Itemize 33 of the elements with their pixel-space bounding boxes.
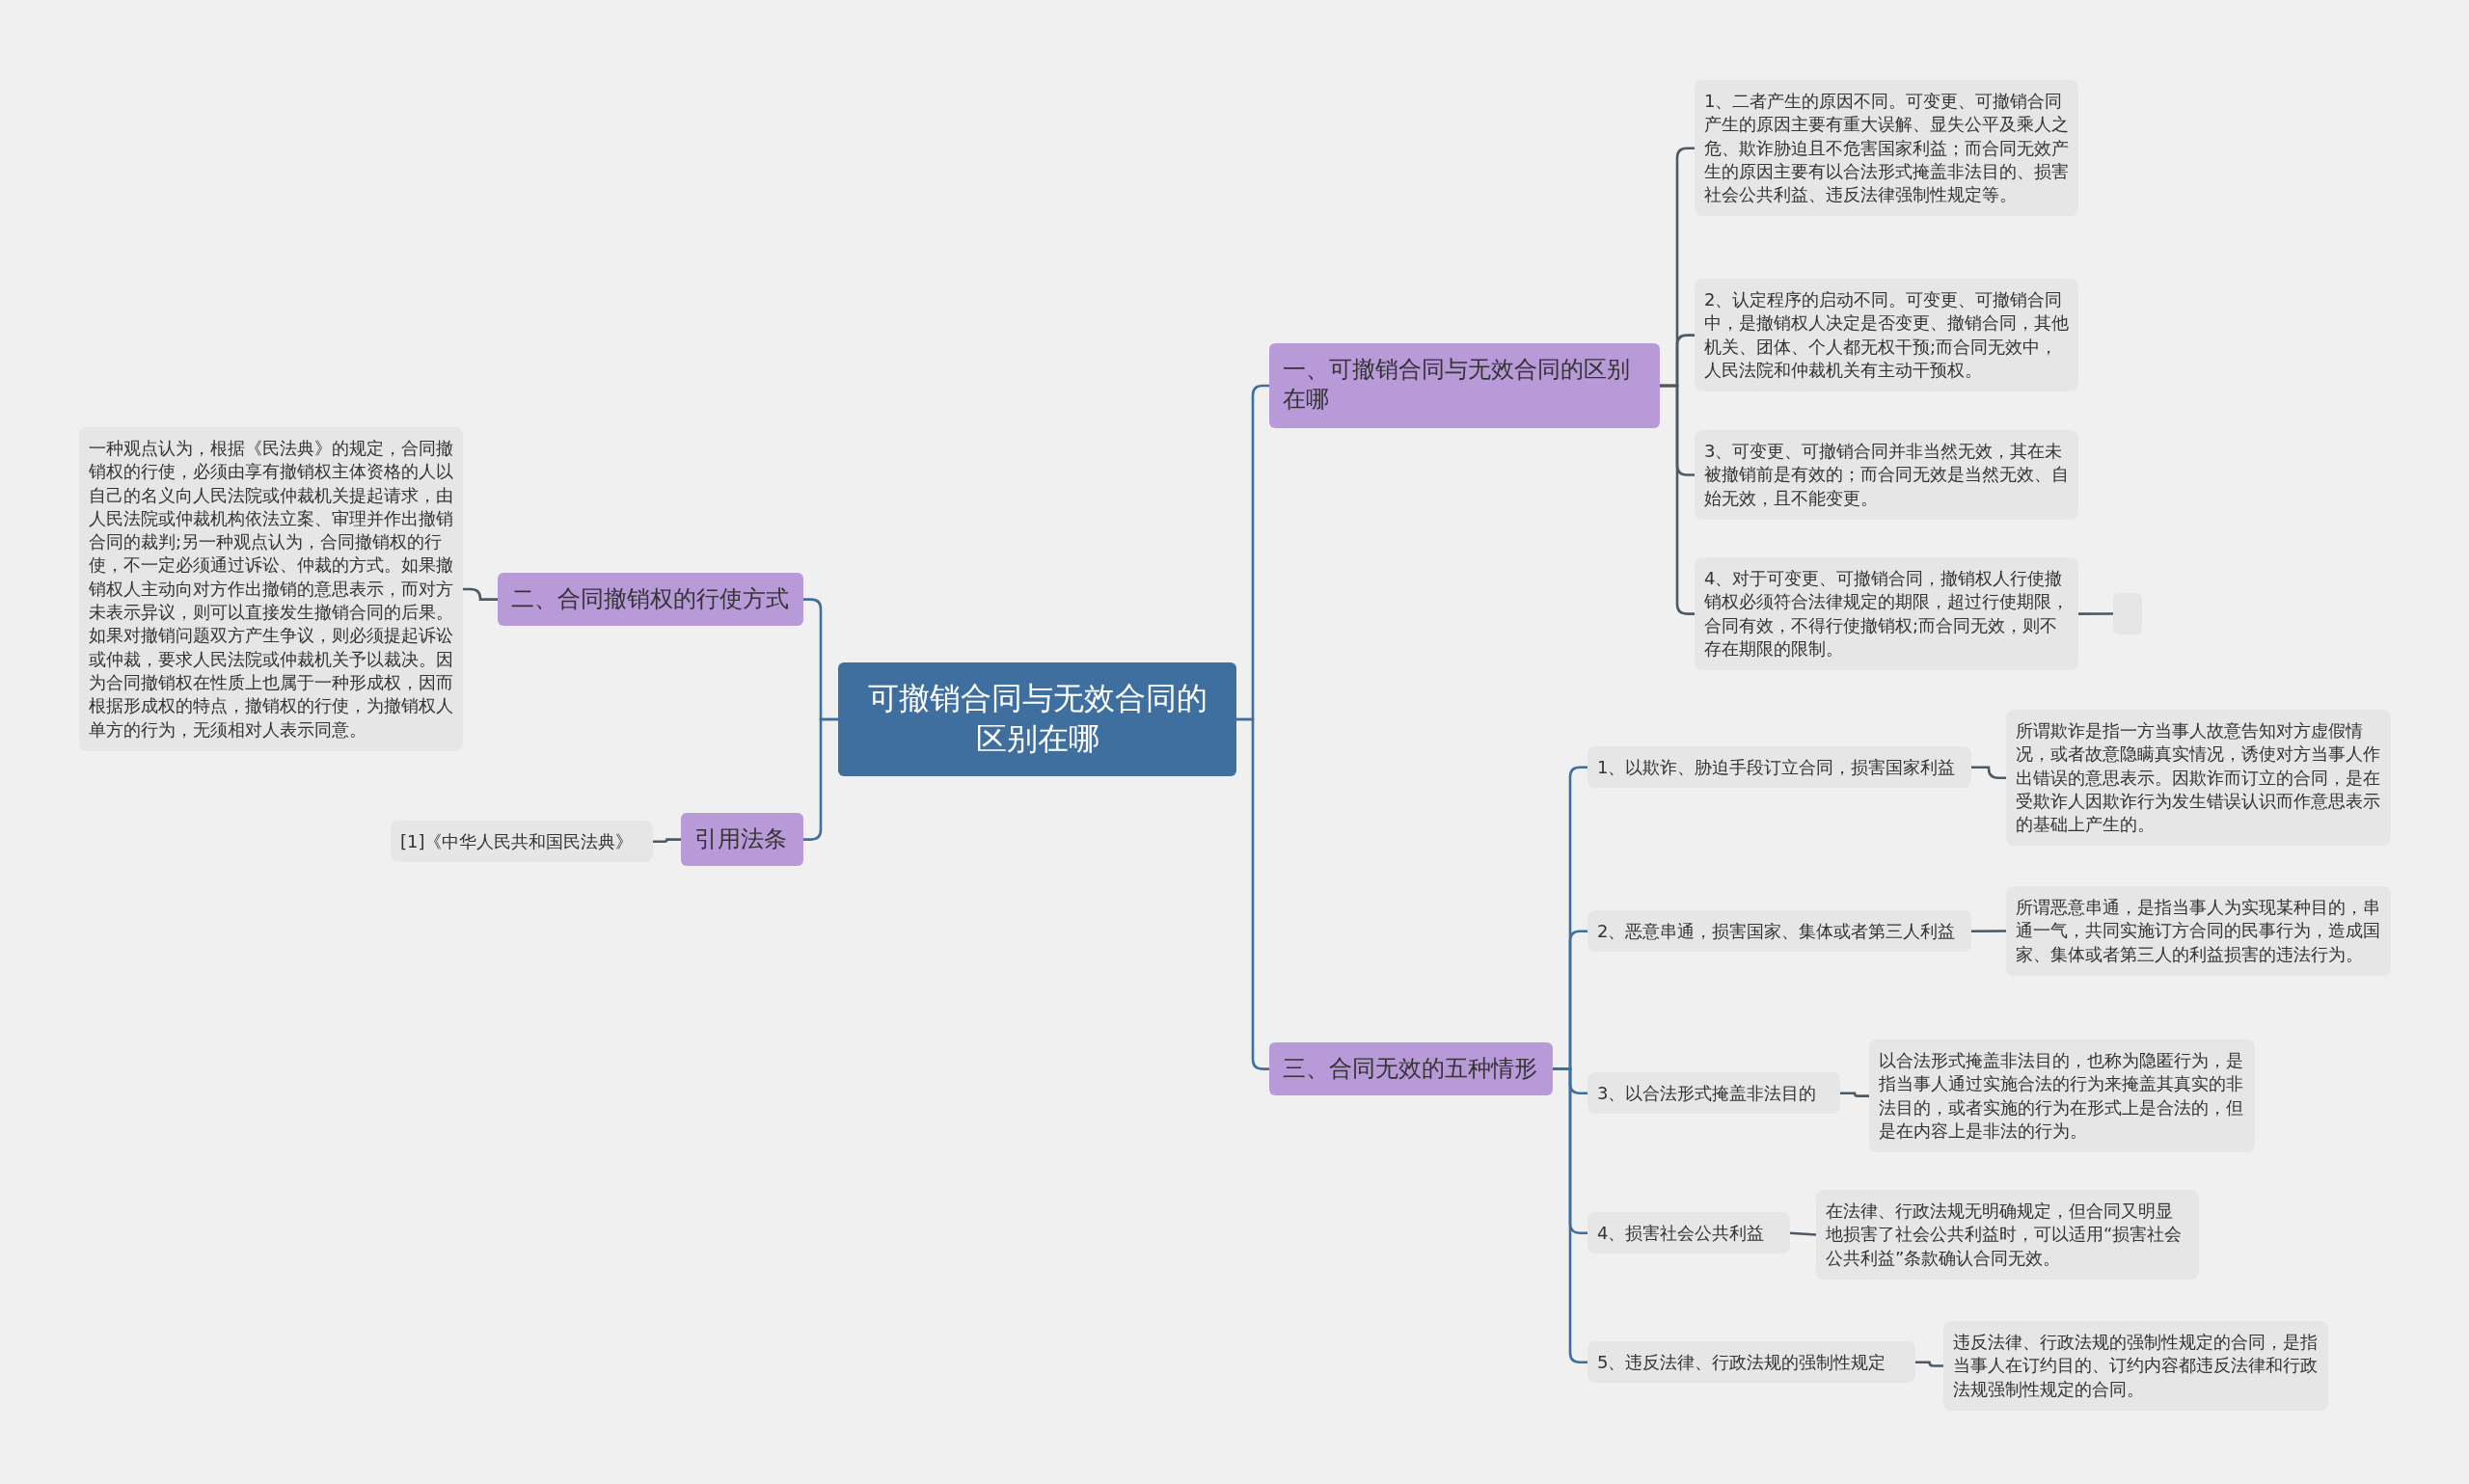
- connector-line: [653, 838, 681, 843]
- item-box: 2、恶意串通，损害国家、集体或者第三人利益: [1587, 910, 1971, 953]
- connector-line: [1660, 384, 1695, 615]
- note-box: 在法律、行政法规无明确规定，但合同又明显地损害了社会公共利益时，可以适用“损害社会公共利益”条款确认合同无效。: [1816, 1190, 2199, 1280]
- connector-line: [1971, 930, 2006, 932]
- connector-line: [1840, 1092, 1869, 1097]
- connector-line: [1553, 1067, 1587, 1363]
- note-box: 1、二者产生的原因不同。可变更、可撤销合同产生的原因主要有重大误解、显失公平及乘人之危、欺诈胁迫且不危害国家利益；而合同无效产生的原因主要有以合法形式掩盖非法目的、损害社会公共利益、违反法律强制性规定等。: [1695, 80, 2078, 217]
- item-box: [1]《中华人民共和国民法典》: [391, 821, 653, 863]
- branch-box: 二、合同撤销权的行使方式: [498, 573, 803, 627]
- note-box: 所谓欺诈是指一方当事人故意告知对方虚假情况，或者故意隐瞒真实情况，诱使对方当事人作出错误的意思表示。因欺诈而订立的合同，是在受欺诈人因欺诈行为发生错误认识而作意思表示的基础上产生的。: [2006, 710, 2391, 847]
- note-box: 4、对于可变更、可撤销合同，撤销权人行使撤销权必须符合法律规定的期限，超过行使期限，合同有效，不得行使撤销权;而合同无效，则不存在期限的限制。: [1695, 557, 2078, 671]
- note-box: 所谓恶意串通，是指当事人为实现某种目的，串通一气，共同实施订方合同的民事行为，造成国家、集体或者第三人的利益损害的违法行为。: [2006, 886, 2391, 976]
- connector-line: [1915, 1361, 1943, 1367]
- empty-box: [2113, 593, 2142, 634]
- item-box: 5、违反法律、行政法规的强制性规定: [1587, 1341, 1915, 1384]
- branch-box: 一、可撤销合同与无效合同的区别在哪: [1269, 343, 1660, 428]
- note-box: 3、可变更、可撤销合同并非当然无效，其在未被撤销前是有效的；而合同无效是当然无效、自始无效，且不能变更。: [1695, 430, 2078, 520]
- note-box: 以合法形式掩盖非法目的，也称为隐匿行为，是指当事人通过实施合法的行为来掩盖其真实的非法目的，或者实施的行为在形式上是合法的，但是在内容上是非法的行为。: [1869, 1039, 2255, 1153]
- item-box: 1、以欺诈、胁迫手段订立合同，损害国家利益: [1587, 746, 1971, 789]
- connector-line: [803, 717, 838, 841]
- note-box: 2、认定程序的启动不同。可变更、可撤销合同中，是撤销权人决定是否变更、撤销合同，其他机关、团体、个人都无权干预;而合同无效中，人民法院和仲裁机关有主动干预权。: [1695, 279, 2078, 392]
- item-box: 4、损害社会公共利益: [1587, 1212, 1790, 1255]
- connector-line: [1789, 1231, 1817, 1236]
- branch-box: 三、合同无效的五种情形: [1269, 1042, 1553, 1096]
- connector-line: [1971, 766, 2006, 780]
- note-box: 一种观点认为，根据《民法典》的规定，合同撤销权的行使，必须由享有撤销权主体资格的人以自己的名义向人民法院或仲裁机关提起请求，由人民法院或仲裁机构依法立案、审理并作出撤销合同的裁判;另一种观点认为，合同撤销权的行使，不一定必须通过诉讼、仲裁的方式。如果撤销权人主动向对方作出撤销的意思表示，而对方未表示异议，则可以直接发生撤销合同的后果。如果对撤销问题双方产生争议，则必须提起诉讼或仲裁，要求人民法院或仲裁机关予以裁决。因为合同撤销权在性质上也属于一种形成权，因而根据形成权的特点，撤销权的行使，为撤销权人单方的行为，无须相对人表示同意。: [79, 427, 463, 751]
- note-box: 违反法律、行政法规的强制性规定的合同，是指当事人在订约目的、订约内容都违反法律和行政法规强制性规定的合同。: [1943, 1321, 2328, 1411]
- branch-box: 引用法条: [681, 813, 803, 867]
- connector-line: [2078, 612, 2113, 615]
- topic-box: 可撤销合同与无效合同的区别在哪: [838, 662, 1236, 776]
- item-box: 3、以合法形式掩盖非法目的: [1587, 1072, 1840, 1115]
- connector-line: [463, 587, 498, 601]
